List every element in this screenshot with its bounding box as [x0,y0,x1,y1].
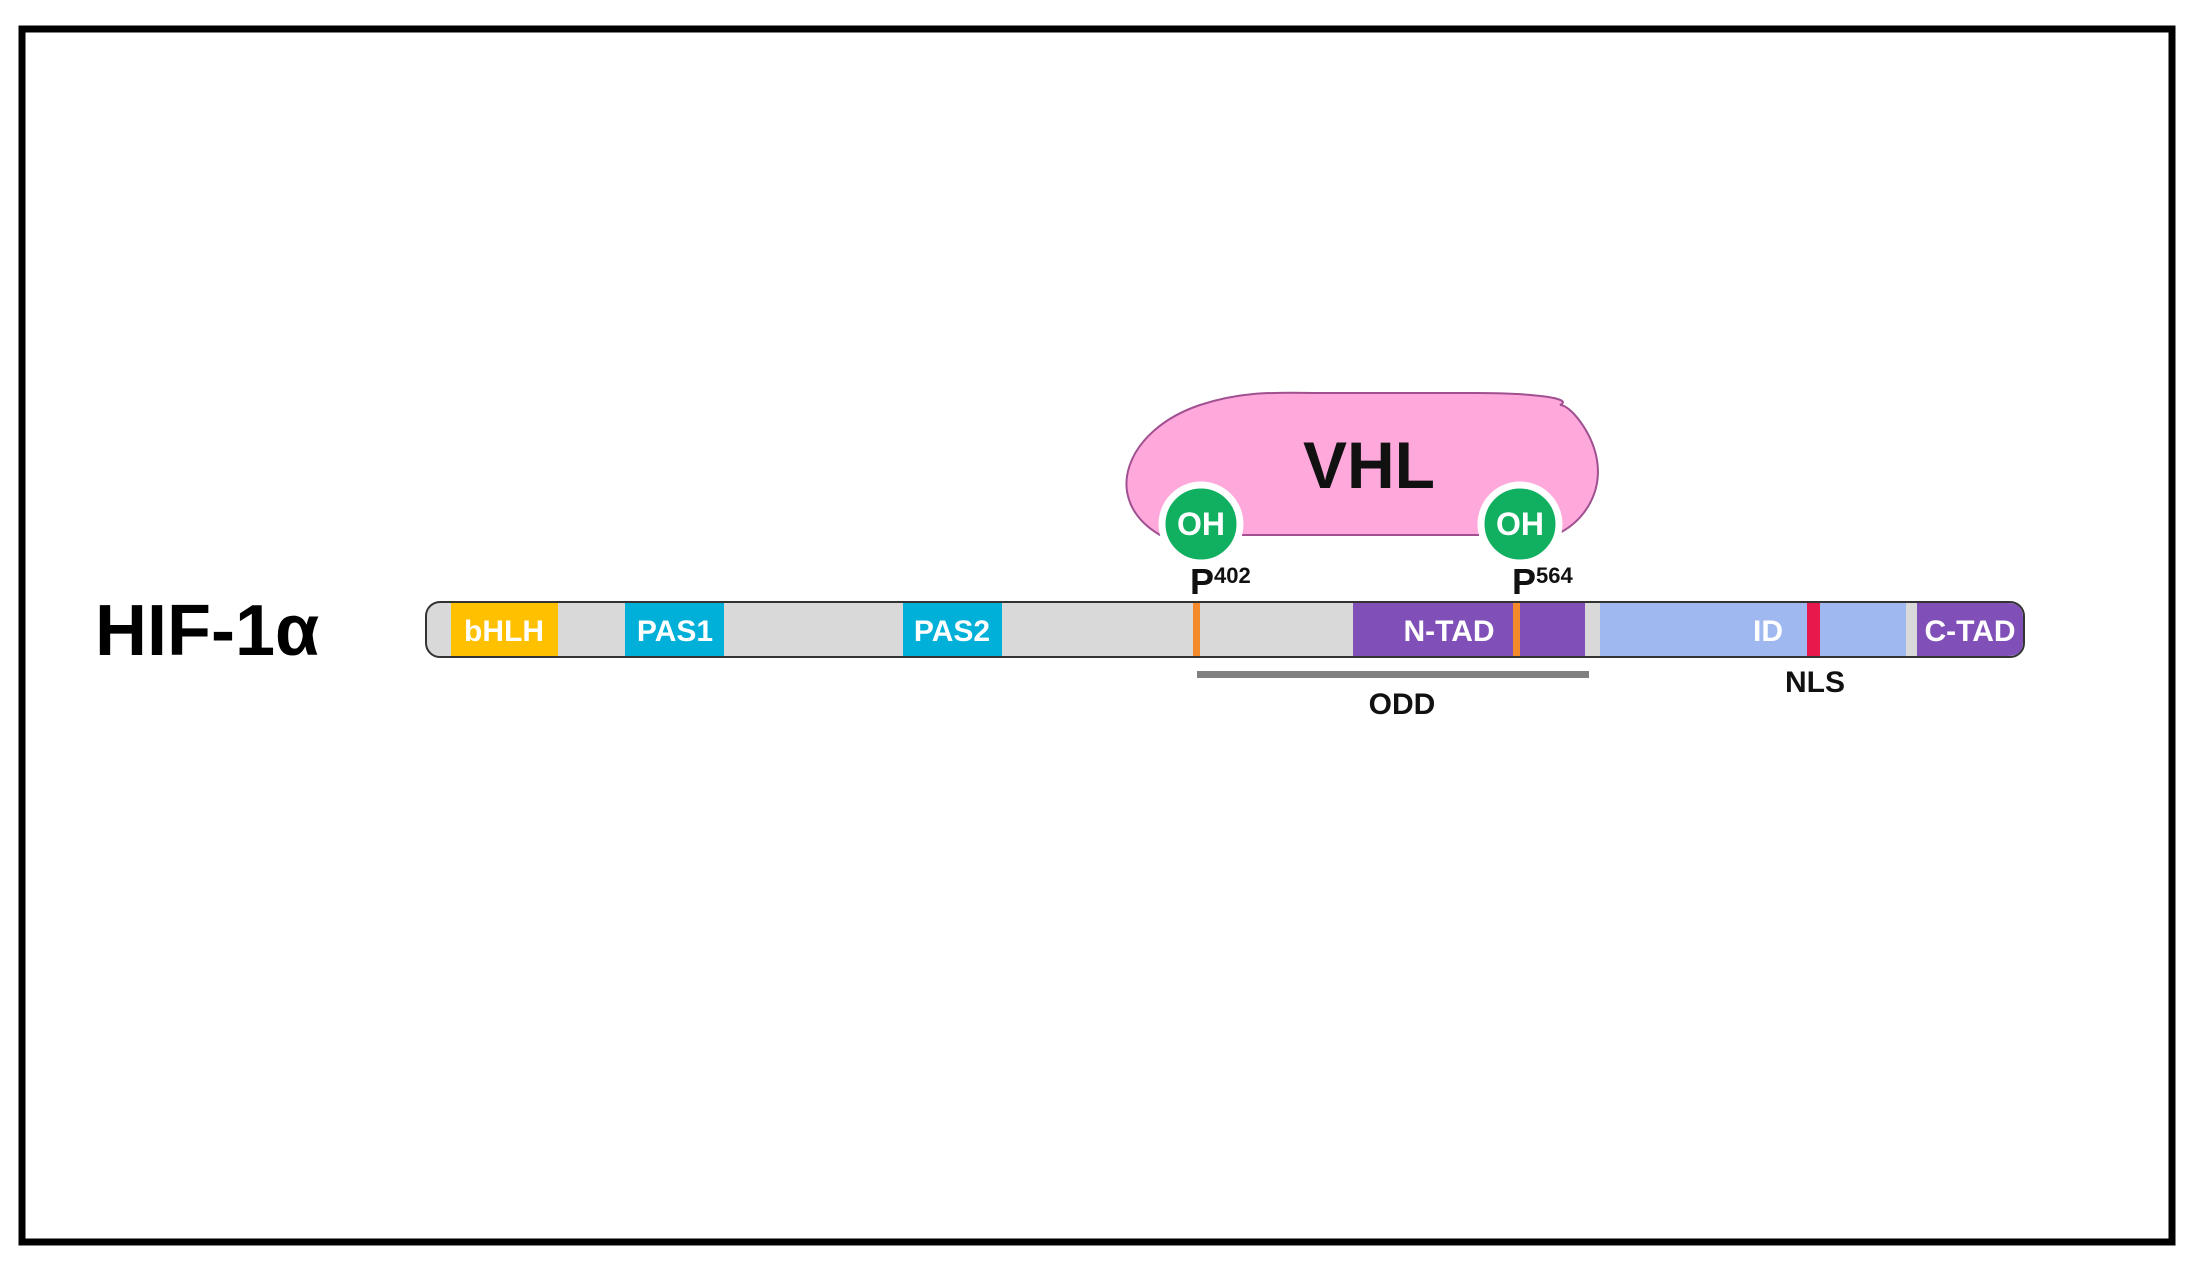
domain-ctad-label: C-TAD [1924,615,2015,648]
hydroxyl-label-564: OH [1496,506,1544,542]
domain-ntad-label: N-TAD [1403,615,1494,648]
nls-marker [1807,603,1820,656]
domain-ctad [1917,603,2023,656]
odd-bar [1197,671,1589,678]
nls-label: NLS [1785,666,1845,699]
domain-pas1 [625,603,724,656]
site-label-402: P402 [1190,561,1251,602]
site-564-residue: P [1512,561,1536,602]
domain-pas1-label: PAS1 [637,615,713,648]
domain-pas2 [903,603,1002,656]
vhl-protein-shape [1125,391,1599,536]
domain-bhlh-label: bHLH [464,615,544,648]
domain-bhlh [451,603,558,656]
proline-564-marker [1513,603,1520,656]
proline-402-marker [1193,603,1200,656]
domain-ntad [1353,603,1585,656]
hydroxyl-circle-564 [1477,481,1563,567]
hydroxyl-circle-402 [1158,481,1244,567]
domain-id-label: ID [1753,615,1783,648]
site-564-number: 564 [1536,563,1573,588]
site-label-564: P564 [1512,561,1573,602]
odd-label: ODD [1369,688,1436,721]
site-402-residue: P [1190,561,1214,602]
domain-id [1600,603,1906,656]
protein-name: HIF-1α [95,591,319,671]
hydroxyl-label-402: OH [1177,506,1225,542]
site-402-number: 402 [1214,563,1251,588]
domain-pas2-label: PAS2 [914,615,990,648]
vhl-label: VHL [1303,428,1435,502]
